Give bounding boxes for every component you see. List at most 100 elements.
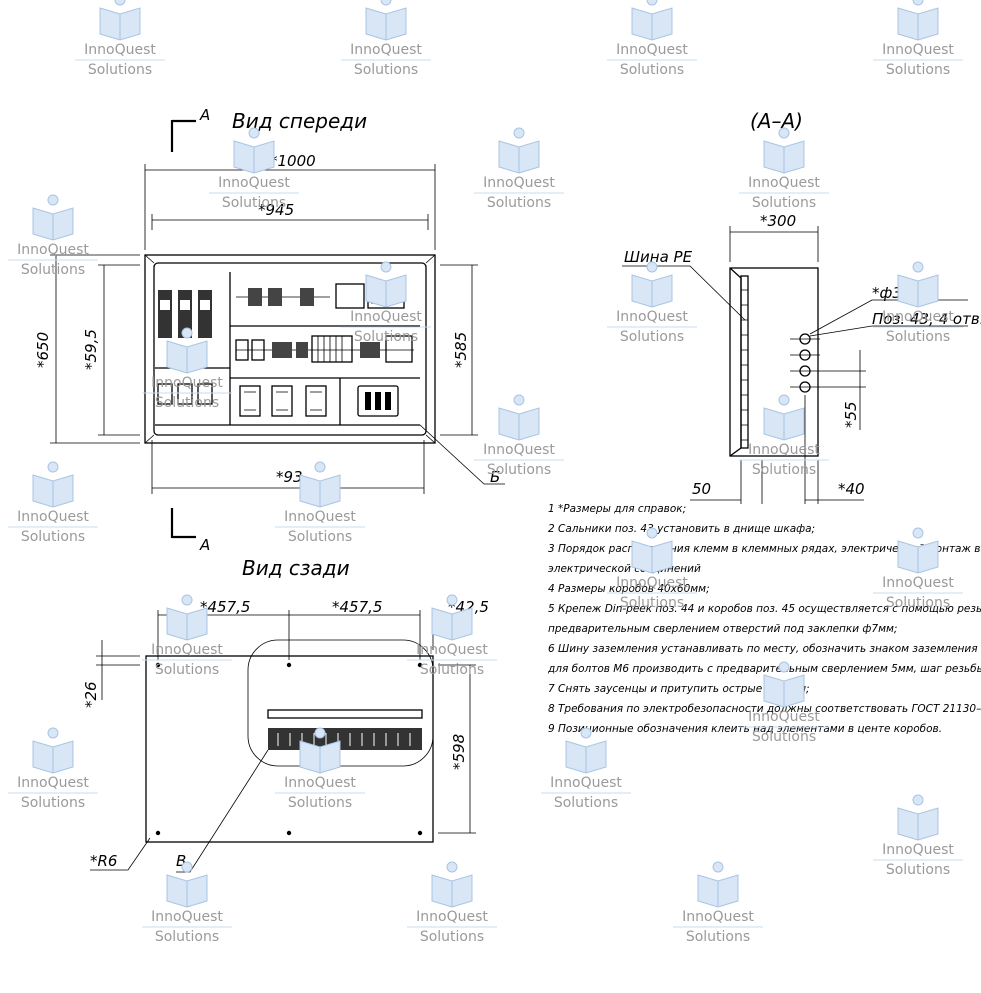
- dim-inner-width: *945: [258, 201, 294, 219]
- label-hole-position: Поз. 43, 4 отв.: [872, 310, 981, 328]
- book-lightbulb-icon: [498, 407, 540, 441]
- book-lightbulb-icon: [299, 474, 341, 508]
- note-line: 4 Размеры коробов 40х60мм;: [548, 583, 710, 595]
- dim-overall-width: *1000: [270, 152, 316, 170]
- watermark-line-1: InnoQuest: [483, 175, 555, 191]
- watermark-line-1: InnoQuest: [284, 775, 356, 791]
- watermark-line-2: Solutions: [420, 929, 484, 945]
- section-view-title: (А–А): [750, 109, 803, 133]
- note-line: предварительным сверлением отверстий под…: [548, 623, 897, 635]
- watermark-line-1: InnoQuest: [84, 42, 156, 58]
- watermark-line-1: InnoQuest: [17, 242, 89, 258]
- book-lightbulb-icon: [365, 7, 407, 41]
- dim-rear-height: *598: [450, 734, 468, 770]
- watermark-line-2: Solutions: [88, 62, 152, 78]
- front-view: Вид спереди А А: [34, 106, 505, 554]
- cabinet-door: [153, 262, 427, 436]
- watermark-line-2: Solutions: [155, 395, 219, 411]
- book-lightbulb-icon: [166, 607, 208, 641]
- book-lightbulb-icon: [897, 540, 939, 574]
- book-lightbulb-icon: [166, 340, 208, 374]
- book-lightbulb-icon: [99, 7, 141, 41]
- note-line: электрической соединений: [548, 563, 701, 575]
- watermark-line-1: InnoQuest: [284, 509, 356, 525]
- watermark-line-2: Solutions: [752, 729, 816, 745]
- book-lightbulb-icon: [631, 274, 673, 308]
- watermark-line-2: Solutions: [354, 62, 418, 78]
- section-outline: [729, 267, 819, 457]
- watermark-line-1: InnoQuest: [218, 175, 290, 191]
- watermark-line-2: Solutions: [620, 329, 684, 345]
- watermark-line-2: Solutions: [886, 62, 950, 78]
- rear-view-title: Вид сзади: [242, 556, 350, 580]
- section-mark-top: А: [199, 106, 210, 124]
- section-view: (А–А) Шина PE *300 *ф30 Поз. 43, 4 отв. …: [622, 109, 981, 504]
- watermark-line-1: InnoQuest: [882, 309, 954, 325]
- book-lightbulb-icon: [631, 540, 673, 574]
- watermark-line-2: Solutions: [620, 595, 684, 611]
- watermark-line-2: Solutions: [155, 662, 219, 678]
- watermark-line-1: InnoQuest: [748, 709, 820, 725]
- dim-inner-height: *59,5: [82, 329, 100, 370]
- watermark-line-1: InnoQuest: [17, 775, 89, 791]
- cabinet-outline: [144, 254, 436, 444]
- watermark-line-2: Solutions: [222, 195, 286, 211]
- watermark-line-1: InnoQuest: [483, 442, 555, 458]
- book-lightbulb-icon: [431, 874, 473, 908]
- note-line: для болтов М6 производить с предваритель…: [547, 663, 981, 675]
- dim-height-right: *585: [452, 332, 470, 368]
- note-line: 6 Шину заземления устанавливать по месту…: [548, 643, 981, 655]
- watermark-line-1: InnoQuest: [882, 42, 954, 58]
- din-rail-2: [235, 335, 414, 363]
- watermark-line-2: Solutions: [886, 862, 950, 878]
- book-lightbulb-icon: [32, 740, 74, 774]
- watermark-line-1: InnoQuest: [682, 909, 754, 925]
- book-lightbulb-icon: [897, 807, 939, 841]
- watermark-line-1: InnoQuest: [882, 842, 954, 858]
- rear-view: Вид сзади *457,5 *457,5 *42,5 *26 *598 *…: [82, 556, 489, 873]
- book-lightbulb-icon: [431, 607, 473, 641]
- watermark-line-2: Solutions: [288, 529, 352, 545]
- dim-right-offset: *40: [838, 480, 865, 498]
- dim-top-offset: *26: [82, 681, 100, 708]
- rear-terminal-strip: [268, 728, 422, 750]
- watermark-line-2: Solutions: [554, 795, 618, 811]
- note-line: 5 Крепеж Din-реек поз. 44 и коробов поз.…: [548, 603, 981, 615]
- book-lightbulb-icon: [32, 474, 74, 508]
- dim-pitch-right: *457,5: [332, 598, 382, 616]
- dim-depth: *300: [760, 212, 796, 230]
- callout-b: Б: [490, 468, 500, 486]
- note-line: 7 Снять заусенцы и притупить острые кром…: [548, 683, 810, 695]
- book-lightbulb-icon: [763, 140, 805, 174]
- watermark-line-2: Solutions: [288, 795, 352, 811]
- watermark-line-1: InnoQuest: [151, 909, 223, 925]
- callout-v: В: [176, 852, 186, 870]
- label-pe-bus: Шина PE: [624, 248, 693, 266]
- watermark-line-2: Solutions: [886, 329, 950, 345]
- dim-bottom-width: *93: [276, 468, 303, 486]
- note-line: 8 Требования по электробезопасности долж…: [548, 703, 981, 715]
- watermark-line-1: InnoQuest: [748, 175, 820, 191]
- book-lightbulb-icon: [365, 274, 407, 308]
- book-lightbulb-icon: [166, 874, 208, 908]
- watermark-line-1: InnoQuest: [350, 309, 422, 325]
- book-lightbulb-icon: [697, 874, 739, 908]
